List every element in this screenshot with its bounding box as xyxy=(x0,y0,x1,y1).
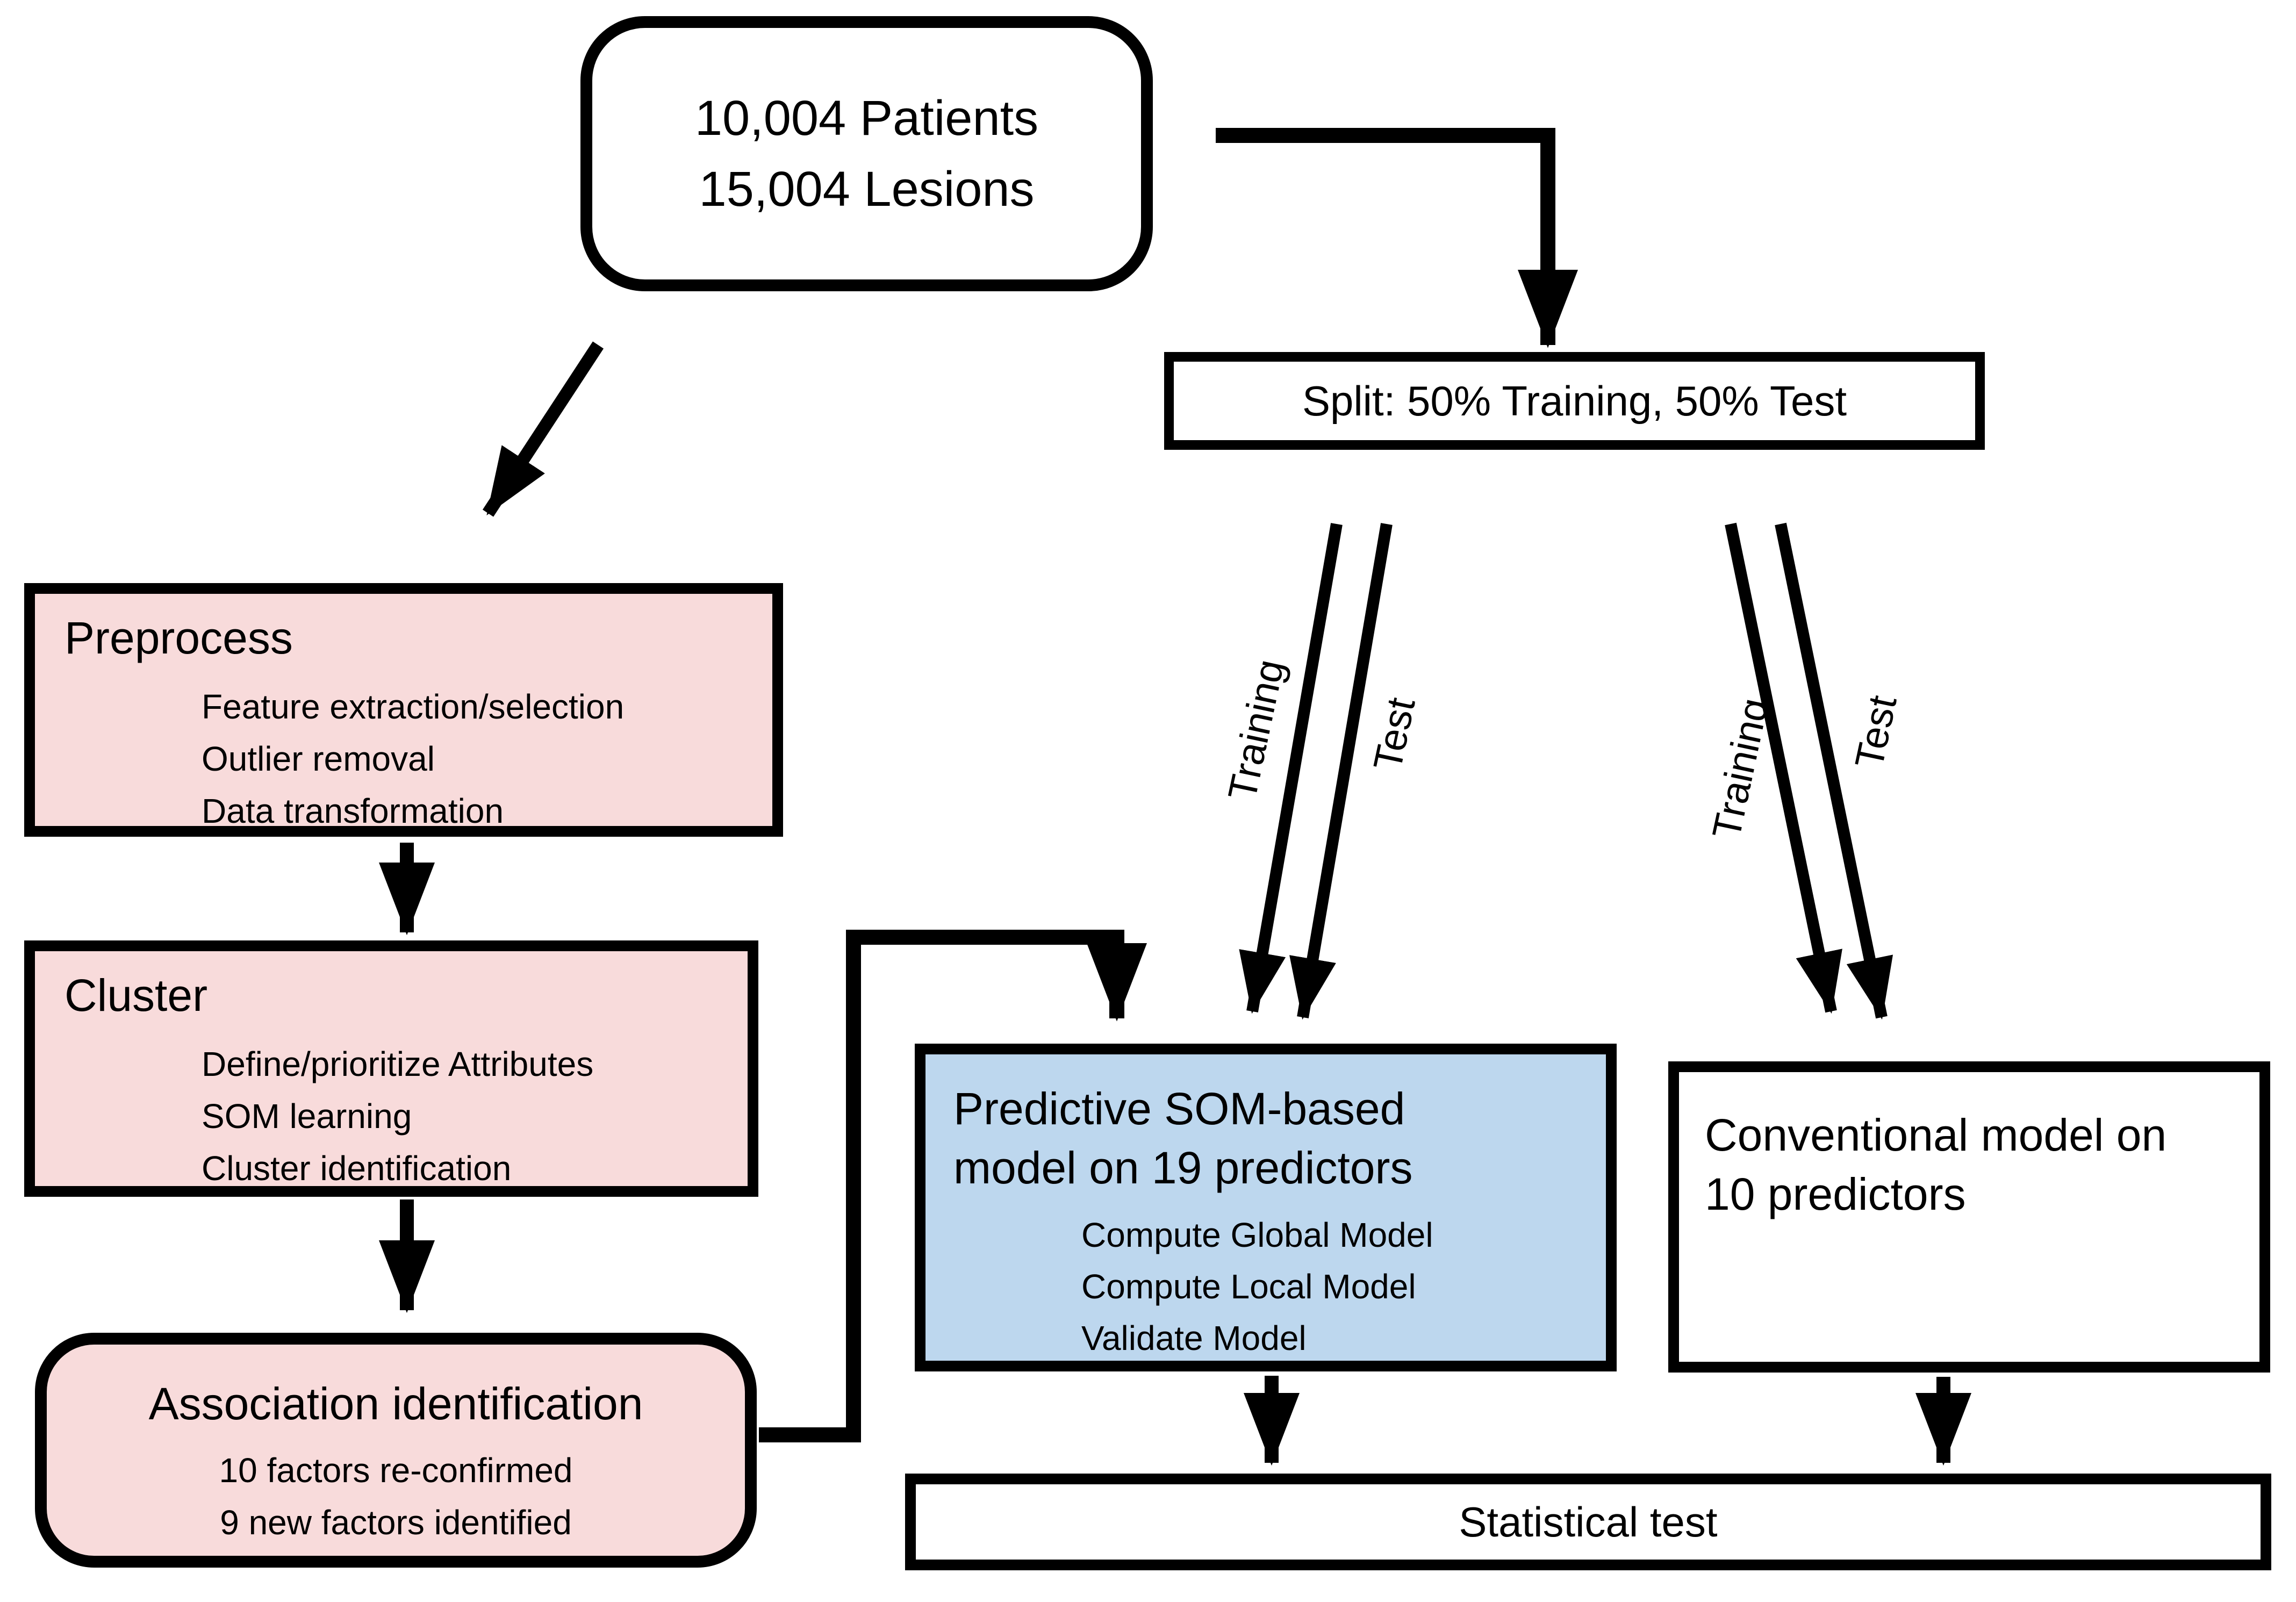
cluster-item: Cluster identification xyxy=(202,1149,512,1188)
conventional-model-box: Conventional model on 10 predictors xyxy=(1668,1061,2270,1373)
patients-count-line: 10,004 Patients xyxy=(694,91,1039,146)
conventional-title-line1: Conventional model on xyxy=(1705,1110,2167,1160)
preprocess-title: Preprocess xyxy=(64,613,293,663)
preprocess-item: Data transformation xyxy=(202,792,504,830)
association-box: Association identification 10 factors re… xyxy=(35,1333,757,1568)
preprocess-item: Outlier removal xyxy=(202,739,435,778)
arrow-split-to-conventional-test xyxy=(1775,522,1893,1020)
cluster-item: Define/prioritize Attributes xyxy=(202,1045,594,1083)
connector-patients-to-split xyxy=(1216,128,1578,348)
preprocess-items: Feature extraction/selection Outlier rem… xyxy=(35,681,772,837)
connector-association-to-som xyxy=(759,930,1147,1442)
arrow-split-to-conventional-training xyxy=(1725,522,1842,1014)
som-item: Compute Local Model xyxy=(1081,1267,1416,1306)
cluster-title: Cluster xyxy=(64,970,208,1021)
association-item: 9 new factors identified xyxy=(220,1503,572,1542)
cluster-item: SOM learning xyxy=(202,1097,412,1136)
association-title: Association identification xyxy=(148,1378,643,1429)
split-box: Split: 50% Training, 50% Test xyxy=(1164,352,1985,450)
cluster-box: Cluster Define/prioritize Attributes SOM… xyxy=(24,940,758,1197)
patients-lesions-box: 10,004 Patients 15,004 Lesions xyxy=(580,16,1153,291)
som-title-line2: model on 19 predictors xyxy=(953,1143,1413,1193)
arrow-split-to-som-training xyxy=(1239,523,1343,1014)
cluster-items: Define/prioritize Attributes SOM learnin… xyxy=(35,1038,748,1195)
som-item: Validate Model xyxy=(1081,1319,1307,1357)
arrow-patients-to-preprocess xyxy=(482,341,604,517)
som-items: Compute Global Model Compute Local Model… xyxy=(925,1209,1606,1364)
som-title-line1: Predictive SOM-based xyxy=(953,1083,1405,1134)
som-item: Compute Global Model xyxy=(1081,1216,1433,1254)
split-label: Split: 50% Training, 50% Test xyxy=(1302,377,1847,425)
association-items: 10 factors re-confirmed 9 new factors id… xyxy=(47,1445,745,1549)
arrow-split-to-som-test xyxy=(1289,523,1393,1020)
preprocess-item: Feature extraction/selection xyxy=(202,687,625,726)
statistical-test-label: Statistical test xyxy=(1459,1498,1718,1546)
preprocess-box: Preprocess Feature extraction/selection … xyxy=(24,583,783,837)
statistical-test-box: Statistical test xyxy=(905,1474,2271,1570)
conventional-title-line2: 10 predictors xyxy=(1705,1169,1966,1219)
association-item: 10 factors re-confirmed xyxy=(219,1451,573,1490)
lesions-count-line: 15,004 Lesions xyxy=(699,162,1035,217)
som-model-box: Predictive SOM-based model on 19 predict… xyxy=(915,1044,1617,1371)
